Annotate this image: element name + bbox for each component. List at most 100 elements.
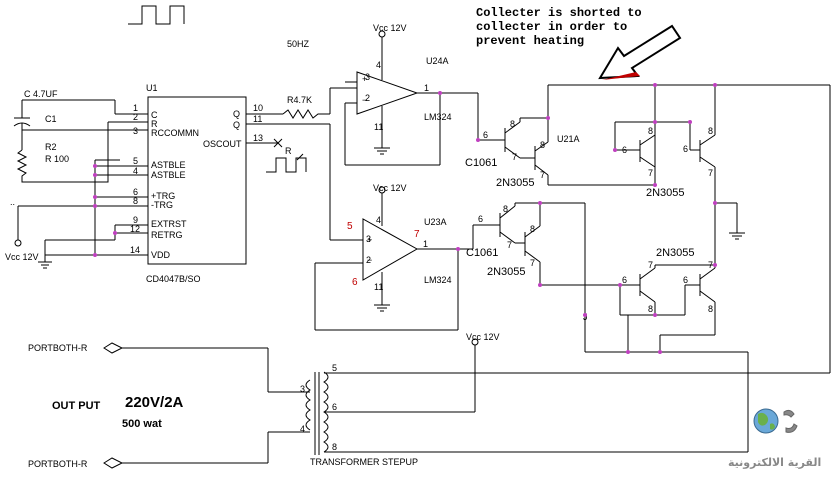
svg-text:7: 7 bbox=[708, 260, 713, 270]
svg-text:6: 6 bbox=[478, 214, 483, 224]
svg-text:VDD: VDD bbox=[151, 250, 171, 260]
note-line-3: prevent heating bbox=[476, 34, 584, 48]
svg-text:11: 11 bbox=[374, 122, 383, 132]
transformer: 5 3 6 4 8 bbox=[300, 345, 830, 455]
svg-text:2: 2 bbox=[365, 93, 370, 103]
svg-text:−: − bbox=[367, 255, 372, 265]
svg-text:8: 8 bbox=[648, 126, 653, 136]
svg-text:Q: Q bbox=[233, 109, 240, 119]
vcc-label-u24: Vcc 12V bbox=[373, 23, 407, 33]
note-arrow-icon bbox=[598, 24, 682, 80]
u23a-ref: U23A bbox=[424, 217, 447, 227]
svg-text:8: 8 bbox=[510, 119, 515, 129]
opamp-u24a: + − 3 2 1 4 11 bbox=[344, 30, 478, 166]
svg-text:3: 3 bbox=[365, 72, 370, 82]
svg-text:12: 12 bbox=[130, 224, 140, 234]
svg-text:C: C bbox=[151, 110, 158, 120]
svg-text:EXTRST: EXTRST bbox=[151, 219, 187, 229]
u21a-ref: U21A bbox=[557, 134, 580, 144]
svg-text:+: + bbox=[367, 235, 372, 245]
u24a-type: LM324 bbox=[424, 112, 452, 122]
r-small-label: R bbox=[285, 146, 292, 156]
svg-text:11: 11 bbox=[253, 114, 262, 124]
svg-text:OSCOUT: OSCOUT bbox=[203, 139, 242, 149]
red-num-5: 5 bbox=[347, 221, 353, 232]
vcc-label-u23: Vcc 12V bbox=[373, 183, 407, 193]
u23a-type: LM324 bbox=[424, 275, 452, 285]
output-rating: 220V/2A bbox=[125, 394, 184, 411]
ic-right-pins: 10 Q 11 Q 13 OSCOUT bbox=[203, 103, 330, 149]
svg-text:8: 8 bbox=[530, 224, 535, 234]
svg-text:8: 8 bbox=[648, 304, 653, 314]
svg-text:4: 4 bbox=[300, 424, 305, 434]
c1-value: C 4.7UF bbox=[24, 89, 58, 99]
ic-left-pins: 1 C 2 R 3 RCCOMMN 5 ASTBLE 4 ASTBLE 6 +T… bbox=[22, 103, 199, 260]
junction-label: J bbox=[583, 312, 588, 322]
svg-text:7: 7 bbox=[648, 260, 653, 270]
svg-text:+: + bbox=[362, 74, 367, 84]
svg-text:-TRG: -TRG bbox=[151, 200, 173, 210]
svg-text:11: 11 bbox=[374, 282, 383, 292]
svg-text:7: 7 bbox=[507, 240, 512, 250]
svg-text:9: 9 bbox=[133, 215, 138, 225]
output-square-wave bbox=[266, 157, 307, 173]
bridge-lower: 6 6 7 7 8 8 bbox=[584, 203, 749, 420]
transistor-pair-upper: 6 8 7 8 7 bbox=[477, 85, 655, 186]
svg-text:2: 2 bbox=[133, 112, 138, 122]
svg-text:14: 14 bbox=[130, 245, 140, 255]
vcc-label-transformer: Vcc 12V bbox=[466, 332, 500, 342]
note-line-1: Collecter is shorted to bbox=[476, 6, 642, 20]
svg-text:8: 8 bbox=[540, 140, 545, 150]
output-label: OUT PUT bbox=[52, 400, 101, 412]
svg-text:6: 6 bbox=[683, 275, 688, 285]
svg-text:6: 6 bbox=[483, 130, 488, 140]
svg-text:5: 5 bbox=[332, 363, 337, 373]
svg-text:6: 6 bbox=[332, 402, 337, 412]
svg-text:1: 1 bbox=[424, 83, 429, 93]
red-num-7: 7 bbox=[414, 229, 420, 240]
bridge-upper: 6 6 8 8 7 7 bbox=[548, 84, 831, 373]
svg-text:R: R bbox=[151, 119, 158, 129]
svg-text:8: 8 bbox=[332, 442, 337, 452]
ic-name: CD4047B/SO bbox=[146, 274, 201, 284]
svg-text:7: 7 bbox=[708, 168, 713, 178]
c1-ref: C1 bbox=[45, 114, 57, 124]
port-connector-top bbox=[103, 342, 310, 393]
svg-text:7: 7 bbox=[540, 170, 545, 180]
svg-text:7: 7 bbox=[530, 258, 535, 268]
ic-ref: U1 bbox=[146, 83, 158, 93]
opamp-u23a: + − 3 2 1 4 11 bbox=[314, 186, 473, 331]
svg-text:ASTBLE: ASTBLE bbox=[151, 170, 186, 180]
resistor-r4k7 bbox=[282, 109, 330, 119]
capacitor-c1 bbox=[13, 99, 116, 150]
port-connector-bottom bbox=[103, 431, 310, 469]
svg-text:−: − bbox=[362, 95, 367, 105]
n3055-lower-left: 2N3055 bbox=[487, 266, 526, 278]
svg-text:6: 6 bbox=[622, 275, 627, 285]
svg-text:6: 6 bbox=[683, 144, 688, 154]
logo-text: القرية الالكترونية bbox=[728, 456, 821, 469]
u24a-ref: U24A bbox=[426, 56, 449, 66]
svg-text:RETRG: RETRG bbox=[151, 230, 183, 240]
svg-text:3: 3 bbox=[300, 384, 305, 394]
frequency-label: 50HZ bbox=[287, 39, 310, 49]
svg-text:8: 8 bbox=[503, 204, 508, 214]
r2-ref: R2 bbox=[45, 142, 57, 152]
n3055-upper-right: 2N3055 bbox=[646, 187, 685, 199]
svg-text:1: 1 bbox=[133, 103, 138, 113]
svg-text:8: 8 bbox=[708, 126, 713, 136]
logo-globe-icon bbox=[753, 408, 798, 434]
svg-text:4: 4 bbox=[376, 215, 381, 225]
svg-text:7: 7 bbox=[512, 152, 517, 162]
svg-text:1: 1 bbox=[423, 239, 428, 249]
port-top-label: PORTBOTH-R bbox=[28, 343, 88, 353]
svg-text:7: 7 bbox=[648, 168, 653, 178]
r3-label: R4.7K bbox=[287, 95, 312, 105]
red-num-6: 6 bbox=[352, 277, 358, 288]
svg-text:Q: Q bbox=[233, 120, 240, 130]
r2-value: R 100 bbox=[45, 154, 69, 164]
output-power: 500 wat bbox=[122, 418, 162, 430]
c1061-lower: C1061 bbox=[466, 247, 498, 259]
